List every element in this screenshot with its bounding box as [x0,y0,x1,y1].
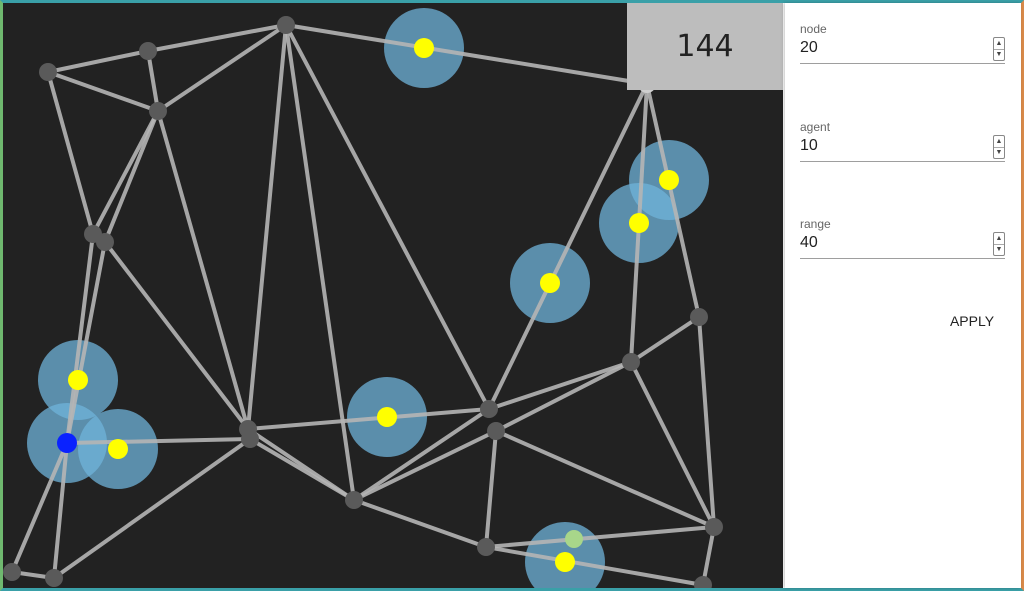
node-field-label: node [800,22,827,36]
target-node [565,530,583,548]
graph-node [694,576,712,588]
graph-node [45,569,63,587]
graph-edge [46,70,160,113]
graph-edge [10,441,69,574]
graph-edge [487,82,649,411]
graph-edge [284,23,491,411]
graph-edge [146,23,288,53]
graph-edge [65,437,252,445]
graph-edge [352,498,488,549]
chevron-down-icon[interactable]: ▼ [994,243,1004,256]
graph-edge [645,82,701,319]
graph-node [277,16,295,34]
range-field-label: range [800,217,831,231]
graph-node [241,430,259,448]
graph-edge [284,23,356,502]
graph-node [149,102,167,120]
agent-field-underline [800,161,1005,162]
graph-node [139,42,157,60]
graph-node [345,491,363,509]
node-stepper[interactable]: ▲ ▼ [993,37,1005,61]
graph-edge [103,240,250,431]
graph-node [96,233,114,251]
graph-edge [629,315,701,364]
step-counter: 144 [627,3,783,90]
graph-edge [246,23,288,431]
settings-panel: node 20 ▲ ▼ agent 10 ▲ ▼ range 40 ▲ ▼ AP… [785,3,1021,588]
graph-edge [701,525,716,587]
graph-svg[interactable] [3,3,783,588]
graph-edge [103,109,160,244]
chevron-down-icon[interactable]: ▼ [994,48,1004,61]
graph-node [39,63,57,81]
selected-agent [57,433,77,453]
agent [68,370,88,390]
graph-edge [484,525,716,549]
graph-edge [494,360,633,433]
graph-edge [246,407,491,431]
graph-edge [52,441,69,580]
graph-edge [156,109,250,431]
node-field-value[interactable]: 20 [800,39,818,56]
graph-edge [484,545,705,587]
graph-edge [487,360,633,411]
graph-edge [352,429,498,502]
chevron-down-icon[interactable]: ▼ [994,146,1004,159]
node-field[interactable]: node 20 ▲ ▼ [800,22,1005,66]
range-field-underline [800,258,1005,259]
chevron-up-icon[interactable]: ▲ [995,137,1003,145]
graph-edge [284,23,649,86]
apply-button[interactable]: APPLY [937,310,1007,332]
graph-edge [65,240,107,445]
graph-node [3,563,21,581]
agent-field-value[interactable]: 10 [800,137,818,154]
graph-edge [46,70,95,236]
graph-edge [494,429,716,529]
chevron-up-icon[interactable]: ▲ [995,39,1003,47]
graph-node [477,538,495,556]
agent [540,273,560,293]
chevron-up-icon[interactable]: ▲ [995,234,1003,242]
graph-node [480,400,498,418]
graph-edge [91,109,160,236]
graph-edge [46,49,150,74]
graph-edge [246,427,356,502]
graph-node [487,422,505,440]
step-counter-value: 144 [676,29,734,64]
range-stepper[interactable]: ▲ ▼ [993,232,1005,256]
agent [629,213,649,233]
agent-stepper[interactable]: ▲ ▼ [993,135,1005,159]
graph-edge [52,437,252,580]
agent [108,439,128,459]
graph-edge [629,360,716,529]
graph-edge [146,49,160,113]
graph-node [690,308,708,326]
range-field-value[interactable]: 40 [800,234,818,251]
graph-edge [352,407,491,502]
node-field-underline [800,63,1005,64]
graph-edge [484,429,498,549]
graph-node [622,353,640,371]
agent [377,407,397,427]
graph-edge [65,232,95,445]
agent [414,38,434,58]
graph-canvas[interactable] [3,3,783,588]
agent-field[interactable]: agent 10 ▲ ▼ [800,120,1005,164]
graph-edge [156,23,288,113]
agent [555,552,575,572]
graph-node [705,518,723,536]
range-field[interactable]: range 40 ▲ ▼ [800,217,1005,261]
graph-edge [697,315,716,529]
agent-field-label: agent [800,120,831,134]
agent [659,170,679,190]
